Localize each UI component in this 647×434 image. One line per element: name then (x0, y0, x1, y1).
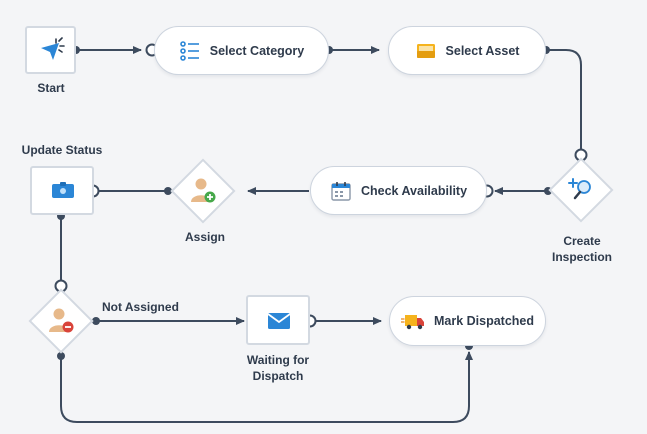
id-card-icon (52, 182, 74, 198)
waiting-for-dispatch-node[interactable] (246, 295, 310, 345)
not-assigned-label: Not Assigned (102, 300, 179, 314)
mark-dispatched-node[interactable]: Mark Dispatched (389, 296, 546, 346)
mark-dispatched-label: Mark Dispatched (433, 314, 535, 328)
select-category-node[interactable]: Select Category (154, 26, 329, 75)
select-asset-node[interactable]: Select Asset (388, 26, 546, 75)
assign-node[interactable] (168, 156, 238, 226)
check-availability-label: Check Availability (360, 183, 468, 198)
create-inspection-node[interactable] (546, 155, 616, 225)
cursor-click-icon (41, 37, 65, 60)
update-status-label: Update Status (21, 143, 103, 157)
magnify-plus-icon (568, 178, 591, 200)
assign-label: Assign (184, 230, 225, 244)
select-asset-label: Select Asset (445, 43, 520, 58)
inbox-tray-icon (416, 43, 435, 58)
check-availability-node[interactable]: Check Availability (310, 166, 487, 215)
waiting-for-dispatch-label: Waiting for Dispatch (246, 353, 310, 383)
create-inspection-label: Create Inspection (551, 234, 612, 264)
update-status-node[interactable] (30, 166, 94, 215)
not-assigned-gateway-node[interactable] (26, 286, 96, 356)
start-label: Start (37, 81, 65, 95)
user-remove-icon (49, 308, 74, 333)
list-icon (179, 40, 199, 61)
start-node[interactable] (25, 26, 76, 74)
select-category-label: Select Category (209, 43, 305, 58)
delivery-truck-icon (400, 315, 424, 330)
connector-gateway-to-dispatched (60, 351, 473, 423)
envelope-icon (267, 313, 291, 329)
connector-asset-to-inspection (546, 49, 582, 150)
user-add-icon (191, 178, 216, 203)
calendar-icon (331, 181, 351, 201)
